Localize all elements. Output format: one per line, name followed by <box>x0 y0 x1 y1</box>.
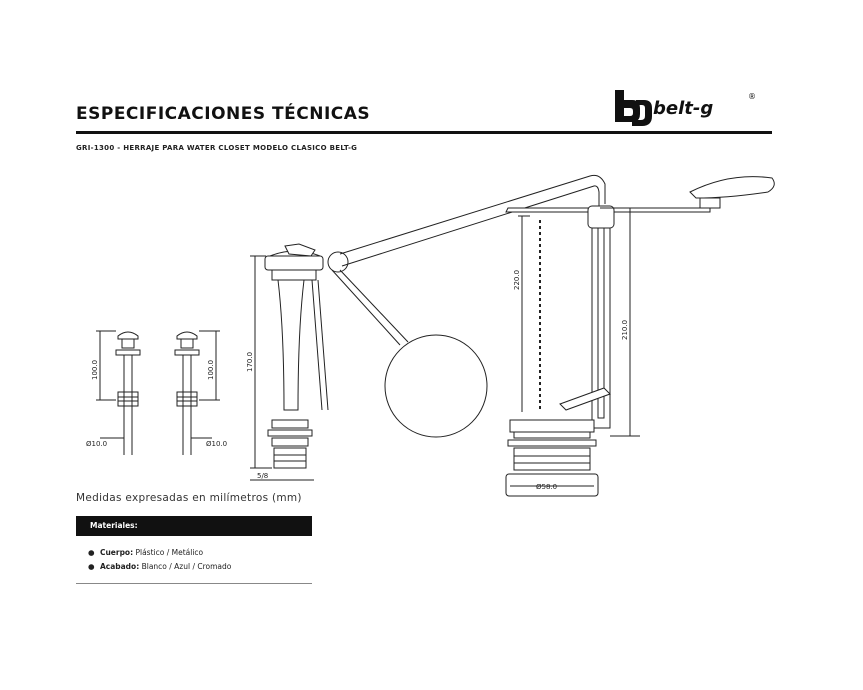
belt-g-logo-icon <box>615 90 652 126</box>
chain-length-label: 220.0 <box>513 270 521 290</box>
product-subtitle: GRI-1300 - HERRAJE PARA WATER CLOSET MOD… <box>76 144 358 152</box>
fill-valve-thread-label: 5/8 <box>257 472 268 480</box>
list-item: ● Cuerpo: Plástico / Metálico <box>88 548 231 557</box>
bullet-icon: ● <box>88 548 95 557</box>
bolt1-diameter-label: Ø10.0 <box>86 440 107 448</box>
flush-valve-diameter-label: Ø58.0 <box>536 483 557 491</box>
measurement-note: Medidas expresadas en milímetros (mm) <box>76 492 302 504</box>
materials-list: ● Cuerpo: Plástico / Metálico ● Acabado:… <box>88 548 231 576</box>
bolt2-diameter-label: Ø10.0 <box>206 440 227 448</box>
fill-valve <box>250 243 329 481</box>
bullet-icon: ● <box>88 562 95 571</box>
logo-registered-mark: ® <box>748 92 756 101</box>
tank-bolt-2 <box>174 330 220 455</box>
list-item: ● Acabado: Blanco / Azul / Cromado <box>88 562 231 571</box>
material-value: Blanco / Azul / Cromado <box>141 562 232 571</box>
material-value: Plástico / Metálico <box>135 548 204 557</box>
logo-text: belt-g <box>653 98 714 119</box>
float-arm-ball <box>327 174 606 438</box>
flush-valve <box>505 176 775 497</box>
fill-valve-height-label: 170.0 <box>246 352 254 372</box>
overflow-height-label: 210.0 <box>621 320 629 340</box>
materials-divider <box>76 583 312 584</box>
material-key: Acabado: <box>99 562 140 571</box>
bolt2-height-label: 100.0 <box>207 360 215 380</box>
materials-header: Materiales: <box>76 516 312 536</box>
header-rule <box>76 131 772 134</box>
materials-title: Materiales: <box>90 521 138 530</box>
page-title: ESPECIFICACIONES TÉCNICAS <box>76 104 371 124</box>
material-key: Cuerpo: <box>99 548 134 557</box>
bolt1-height-label: 100.0 <box>91 360 99 380</box>
tank-bolt-1 <box>96 330 141 455</box>
